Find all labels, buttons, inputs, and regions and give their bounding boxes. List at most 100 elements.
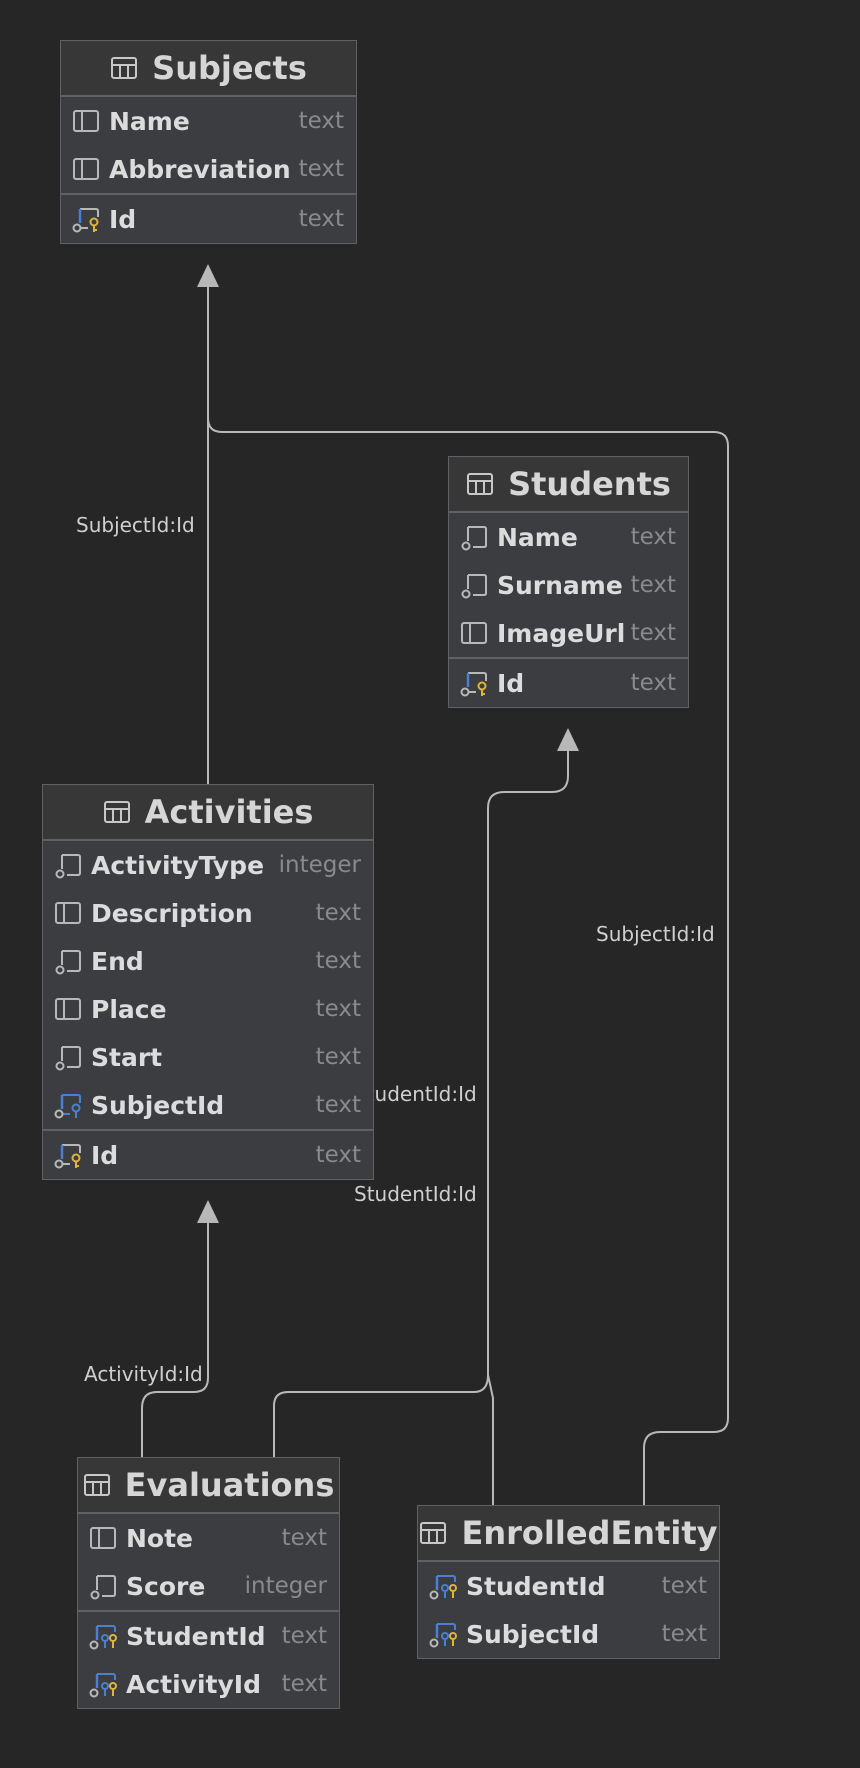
primary-foreign-key-icon <box>428 1572 458 1600</box>
column-icon <box>53 995 83 1023</box>
table-icon <box>466 472 494 496</box>
relationship-label-evaluations-students: StudentId:Id <box>354 1082 477 1106</box>
relationship-line-evaluations-activities[interactable] <box>141 1222 209 1458</box>
table-name: Subjects <box>152 49 307 87</box>
primary-key-icon <box>459 669 489 697</box>
column-type: text <box>661 1621 707 1647</box>
column-type: text <box>315 1092 361 1118</box>
column-icon <box>71 107 101 135</box>
column-row-end[interactable]: End text <box>43 937 373 985</box>
table-header[interactable]: Activities <box>43 785 373 841</box>
column-type: text <box>315 948 361 974</box>
column-type: text <box>630 572 676 598</box>
column-type: text <box>315 900 361 926</box>
column-type: text <box>315 996 361 1022</box>
relationship-line-enrolled-subjects[interactable] <box>207 417 729 1505</box>
arrowhead-icon <box>197 264 219 287</box>
column-name: Surname <box>497 570 623 600</box>
relationship-line-evaluations-students[interactable] <box>273 1374 489 1458</box>
column-row-abbreviation[interactable]: Abbreviation text <box>61 145 356 193</box>
not-null-column-icon <box>88 1572 118 1600</box>
column-type: text <box>630 620 676 646</box>
column-name: Description <box>91 898 253 928</box>
table-name: Students <box>508 465 671 503</box>
table-name: Activities <box>144 793 314 831</box>
column-row-id[interactable]: Id text <box>43 1129 373 1179</box>
column-name: StudentId <box>126 1621 266 1651</box>
column-name: Id <box>109 204 137 234</box>
column-name: End <box>91 946 144 976</box>
column-type: text <box>298 206 344 232</box>
not-null-column-icon <box>53 1043 83 1071</box>
column-row-student-id[interactable]: StudentId text <box>78 1610 339 1660</box>
relationship-line-enrolled-students[interactable] <box>487 1374 494 1506</box>
not-null-column-icon <box>53 851 83 879</box>
column-name: Start <box>91 1042 163 1072</box>
arrowhead-icon <box>197 1200 219 1223</box>
column-type: integer <box>244 1573 327 1599</box>
column-row-place[interactable]: Place text <box>43 985 373 1033</box>
table-header[interactable]: Students <box>449 457 688 513</box>
primary-key-icon <box>71 205 101 233</box>
column-type: text <box>315 1142 361 1168</box>
column-type: integer <box>278 852 361 878</box>
column-name: SubjectId <box>466 1619 600 1649</box>
table-icon <box>83 1473 111 1497</box>
relationship-label-enrolled-students: StudentId:Id <box>354 1182 477 1206</box>
table-header[interactable]: EnrolledEntity <box>418 1506 719 1562</box>
column-name: Place <box>91 994 167 1024</box>
column-name: Id <box>497 668 525 698</box>
table-header[interactable]: Evaluations <box>78 1458 339 1514</box>
column-name: SubjectId <box>91 1090 225 1120</box>
table-name: EnrolledEntity <box>461 1514 718 1552</box>
column-type: text <box>630 524 676 550</box>
column-name: ActivityType <box>91 850 265 880</box>
column-icon <box>459 619 489 647</box>
table-header[interactable]: Subjects <box>61 41 356 97</box>
column-type: text <box>315 1044 361 1070</box>
column-type: text <box>298 108 344 134</box>
table-name: Evaluations <box>124 1466 335 1504</box>
column-row-description[interactable]: Description text <box>43 889 373 937</box>
table-icon <box>103 800 131 824</box>
column-row-surname[interactable]: Surname text <box>449 561 688 609</box>
column-name: Note <box>126 1523 194 1553</box>
column-icon <box>88 1524 118 1552</box>
column-name: ActivityId <box>126 1669 261 1699</box>
arrowhead-icon <box>557 728 579 751</box>
primary-foreign-key-icon <box>88 1622 118 1650</box>
column-icon <box>53 899 83 927</box>
column-row-start[interactable]: Start text <box>43 1033 373 1081</box>
column-name: ImageUrl <box>497 618 626 648</box>
relationship-line-students-trunk[interactable] <box>487 750 569 1375</box>
column-name: Id <box>91 1140 119 1170</box>
column-type: text <box>281 1623 327 1649</box>
column-row-activity-type[interactable]: ActivityType integer <box>43 841 373 889</box>
column-row-subject-id[interactable]: SubjectId text <box>418 1610 719 1658</box>
column-row-id[interactable]: Id text <box>61 193 356 243</box>
relationship-label-evaluations-activities: ActivityId:Id <box>84 1362 203 1386</box>
table-icon <box>110 56 138 80</box>
foreign-key-icon <box>53 1091 83 1119</box>
column-type: text <box>298 156 344 182</box>
column-name: Name <box>109 106 190 136</box>
column-row-name[interactable]: Name text <box>61 97 356 145</box>
not-null-column-icon <box>459 523 489 551</box>
column-name: Abbreviation <box>109 154 291 184</box>
not-null-column-icon <box>459 571 489 599</box>
column-row-subject-id[interactable]: SubjectId text <box>43 1081 373 1129</box>
